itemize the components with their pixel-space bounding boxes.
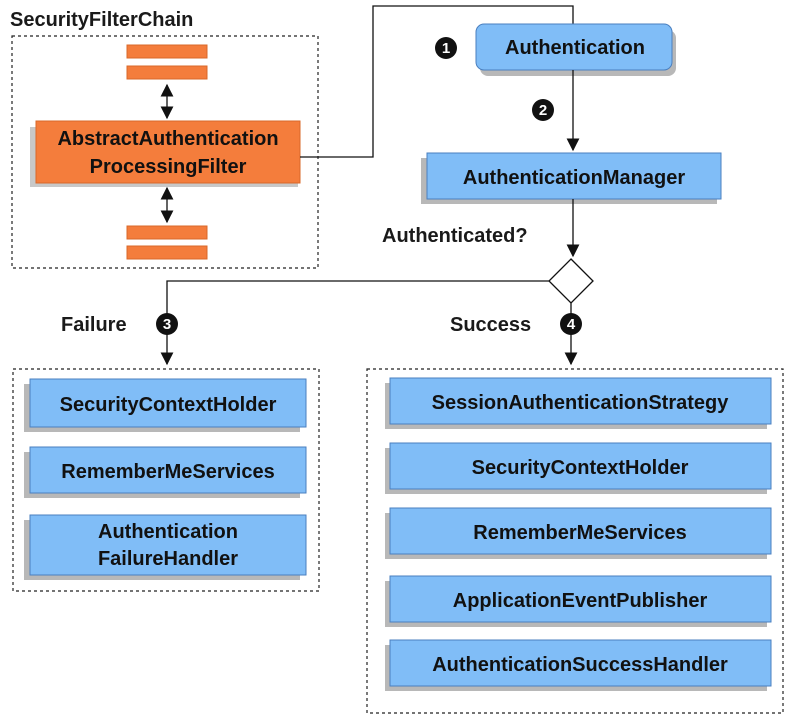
authentication-box[interactable]	[475, 23, 673, 71]
authentication-manager-box[interactable]	[426, 152, 722, 200]
failure-label: Failure	[61, 314, 127, 336]
failure-container	[12, 368, 320, 592]
success-application-event-publisher-label: ApplicationEventPublisher	[453, 590, 708, 612]
filter-bar-top-2	[126, 65, 208, 80]
filter-bar-top-1	[126, 44, 208, 59]
failure-edge	[160, 280, 549, 366]
filter-bar-bottom-1	[126, 225, 208, 240]
security-filter-chain-title: SecurityFilterChain	[10, 9, 193, 31]
step-4-number: 4	[567, 316, 576, 333]
success-remember-me-services-box[interactable]	[389, 507, 772, 555]
security-filter-chain-container	[11, 35, 319, 269]
failure-remember-me-services-label: RememberMeServices	[61, 461, 274, 483]
success-application-event-publisher-box[interactable]	[389, 575, 772, 623]
success-remember-me-services-label: RememberMeServices	[473, 522, 686, 544]
authentication-label: Authentication	[505, 37, 645, 59]
success-session-authentication-strategy-box[interactable]	[389, 377, 772, 425]
authenticated-decision-diamond	[548, 258, 594, 304]
abstract-authentication-processing-filter[interactable]	[35, 120, 301, 184]
step-2-badge	[532, 99, 554, 121]
success-authentication-success-handler-label: AuthenticationSuccessHandler	[432, 654, 728, 676]
success-container	[366, 368, 784, 714]
step-3-badge	[156, 313, 178, 335]
failure-remember-me-services-box[interactable]	[29, 446, 307, 494]
authentication-manager-label: AuthenticationManager	[463, 167, 685, 189]
failure-handler-label-line1: Authentication	[98, 521, 238, 543]
success-session-authentication-strategy-label: SessionAuthenticationStrategy	[432, 392, 730, 414]
filter-to-authentication-edge	[300, 5, 574, 158]
failure-security-context-holder-box[interactable]	[29, 378, 307, 428]
success-security-context-holder-box[interactable]	[389, 442, 772, 490]
failure-handler-box[interactable]	[29, 514, 307, 576]
success-label: Success	[450, 314, 531, 336]
success-authentication-success-handler-box[interactable]	[389, 639, 772, 687]
step-2-number: 2	[539, 102, 547, 119]
authenticated-question-label: Authenticated?	[382, 225, 528, 247]
filter-label-line1: AbstractAuthentication	[57, 128, 278, 150]
step-3-number: 3	[163, 316, 171, 333]
failure-security-context-holder-label: SecurityContextHolder	[60, 394, 277, 416]
filter-label-line2: ProcessingFilter	[90, 156, 247, 178]
step-4-badge	[560, 313, 582, 335]
failure-handler-label-line2: FailureHandler	[98, 548, 238, 570]
filter-bar-bottom-2	[126, 245, 208, 260]
step-1-number: 1	[442, 40, 450, 57]
step-1-badge	[435, 37, 457, 59]
success-security-context-holder-label: SecurityContextHolder	[472, 457, 689, 479]
